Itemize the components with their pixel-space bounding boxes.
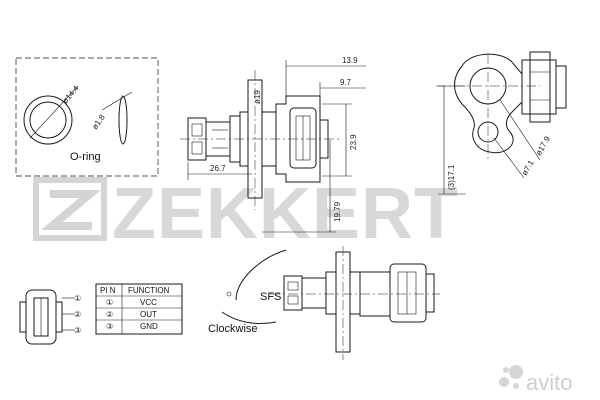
- pin-table-cell-pin: ①: [106, 298, 113, 307]
- zekkert-logo: ZEKKERT: [33, 174, 459, 254]
- sensor-rotation-view: SFS Clockwise: [208, 246, 440, 360]
- connector-pin-1: ①: [74, 294, 81, 303]
- pin-table-cell-function: OUT: [140, 310, 157, 319]
- pin-table-cell-pin: ③: [106, 322, 113, 331]
- oring-section-dim: ø1.8: [90, 112, 107, 131]
- avito-watermark: avito: [499, 365, 572, 395]
- connector-pin-3: ③: [74, 326, 81, 335]
- dim-13-9: 13.9: [342, 56, 358, 65]
- oring-detail: ø14.4 ø1.8 O-ring: [15, 57, 159, 177]
- oring-label: O-ring: [70, 151, 101, 163]
- connector-pin-2: ②: [74, 310, 81, 319]
- dim-17-9: ø17.9: [534, 134, 552, 157]
- sensor-flange-view: (3)17.1 ø17.9 ø7.1: [436, 51, 567, 195]
- pin-table-header-pin: PI N: [100, 286, 116, 295]
- sfs-label: SFS: [260, 291, 281, 303]
- oring-outer-dim: ø14.4: [61, 83, 81, 105]
- dim-19-79: 19.79: [333, 201, 342, 222]
- pin-table: PI N FUNCTION ① VCC ② OUT ③ GND: [95, 283, 183, 335]
- watermark-text: avito: [526, 370, 572, 395]
- pin-table-cell-function: GND: [140, 322, 158, 331]
- clockwise-label: Clockwise: [208, 323, 258, 335]
- pin-table-header-function: FUNCTION: [128, 286, 170, 295]
- dim-26-7: 26.7: [210, 164, 226, 173]
- main-view-dimensions: 13.9 9.7 ø19 23.9 26.7 19.79: [187, 56, 366, 233]
- dim-7-1: ø7.1: [520, 158, 536, 177]
- dim-3-17-1: (3)17.1: [447, 164, 456, 190]
- dim-19: ø19: [253, 90, 262, 104]
- connector-face: ① ② ③: [19, 289, 81, 345]
- dim-23-9: 23.9: [349, 134, 358, 150]
- sensor-side-view: [180, 70, 340, 210]
- pin-table-cell-pin: ②: [106, 310, 113, 319]
- pin-table-cell-function: VCC: [140, 298, 157, 307]
- dim-9-7: 9.7: [340, 78, 352, 87]
- brand-text: ZEKKERT: [112, 174, 459, 254]
- avito-logo-icon: [499, 365, 523, 389]
